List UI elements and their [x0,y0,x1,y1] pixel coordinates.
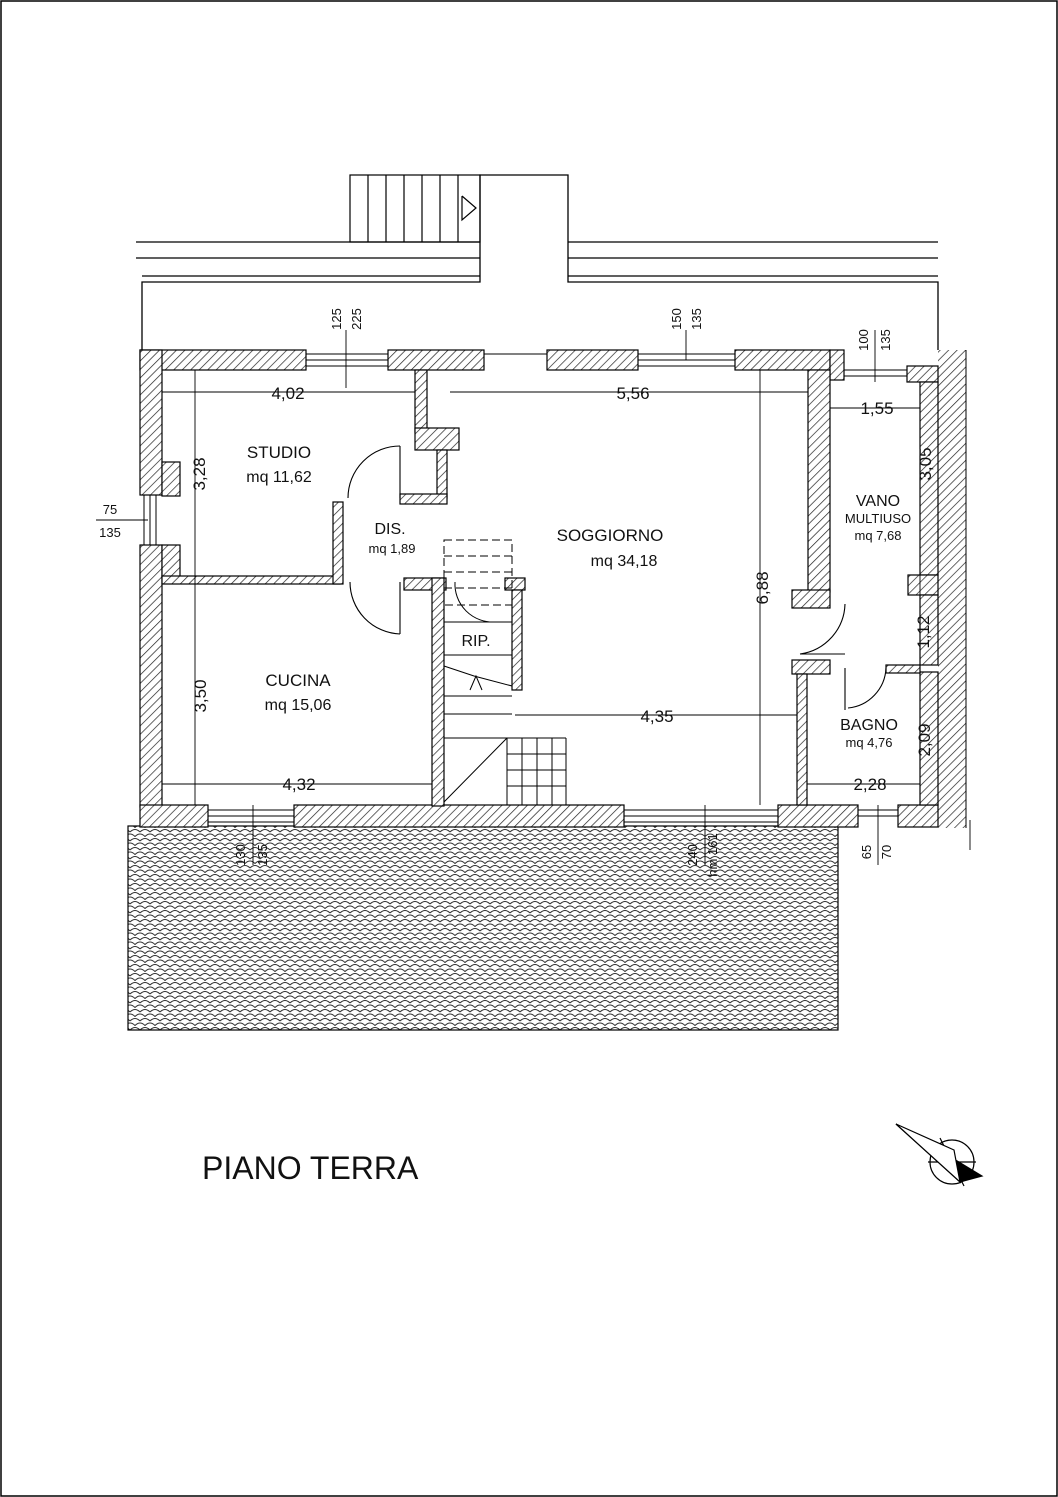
opening-1-width: 125 [329,308,344,330]
opening-6-height: hm 161 [705,833,720,876]
dim-studio-height: 3,28 [190,457,209,490]
windows [143,353,907,823]
ground-strip-right [938,350,966,828]
room-studio-name: STUDIO [247,443,311,462]
opening-1-height: 225 [349,308,364,330]
dim-bagno-height: 2,09 [915,723,934,756]
room-soggiorno-area: mq 34,18 [591,553,658,570]
exterior-top [136,174,939,350]
opening-3-width: 100 [856,329,871,351]
room-vano-name: VANO [856,493,900,510]
opening-2-height: 135 [689,308,704,330]
dim-vano-height2: 1,12 [914,615,933,648]
room-cucina-area: mq 15,06 [265,697,332,714]
dim-cucina-height: 3,50 [191,679,210,712]
room-cucina-name: CUCINA [265,671,331,690]
paving-area [127,825,839,1031]
internal-stair [443,539,567,805]
dim-cucina-width: 4,32 [282,775,315,794]
room-dis-name: DIS. [374,521,405,538]
external-stair [349,174,481,243]
dim-soggiorno-width: 5,56 [616,384,649,403]
opening-7-width: 65 [859,845,874,859]
room-dis-area: mq 1,89 [369,541,416,556]
opening-2-width: 150 [669,308,684,330]
dim-soggiorno-height: 6,88 [753,571,772,604]
opening-4-height: 135 [99,525,121,540]
opening-6-width: 240 [685,844,700,866]
doors [347,445,887,710]
room-rip-name: RIP. [461,633,490,650]
opening-4-width: 75 [103,502,117,517]
opening-5-width: 130 [233,844,248,866]
dim-studio-width: 4,02 [271,384,304,403]
opening-7-height: 70 [879,845,894,859]
walls [139,349,939,828]
opening-3-height: 135 [878,329,893,351]
room-soggiorno-name: SOGGIORNO [557,526,664,545]
room-studio-area: mq 11,62 [246,469,312,486]
room-bagno-area: mq 4,76 [846,735,893,750]
room-vano-name2: MULTIUSO [845,511,911,526]
dim-vano-width: 1,55 [860,399,893,418]
room-vano-area: mq 7,68 [855,528,902,543]
dimension-lines [96,330,971,865]
north-arrow-icon [895,1123,984,1187]
dim-vano-height: 3,05 [916,447,935,480]
room-bagno-name: BAGNO [840,717,898,734]
plan-title: PIANO TERRA [202,1150,419,1186]
dim-bagno-width: 2,28 [853,775,886,794]
dim-soggiorno-width2: 4,35 [640,707,673,726]
opening-5-height: 135 [255,844,270,866]
